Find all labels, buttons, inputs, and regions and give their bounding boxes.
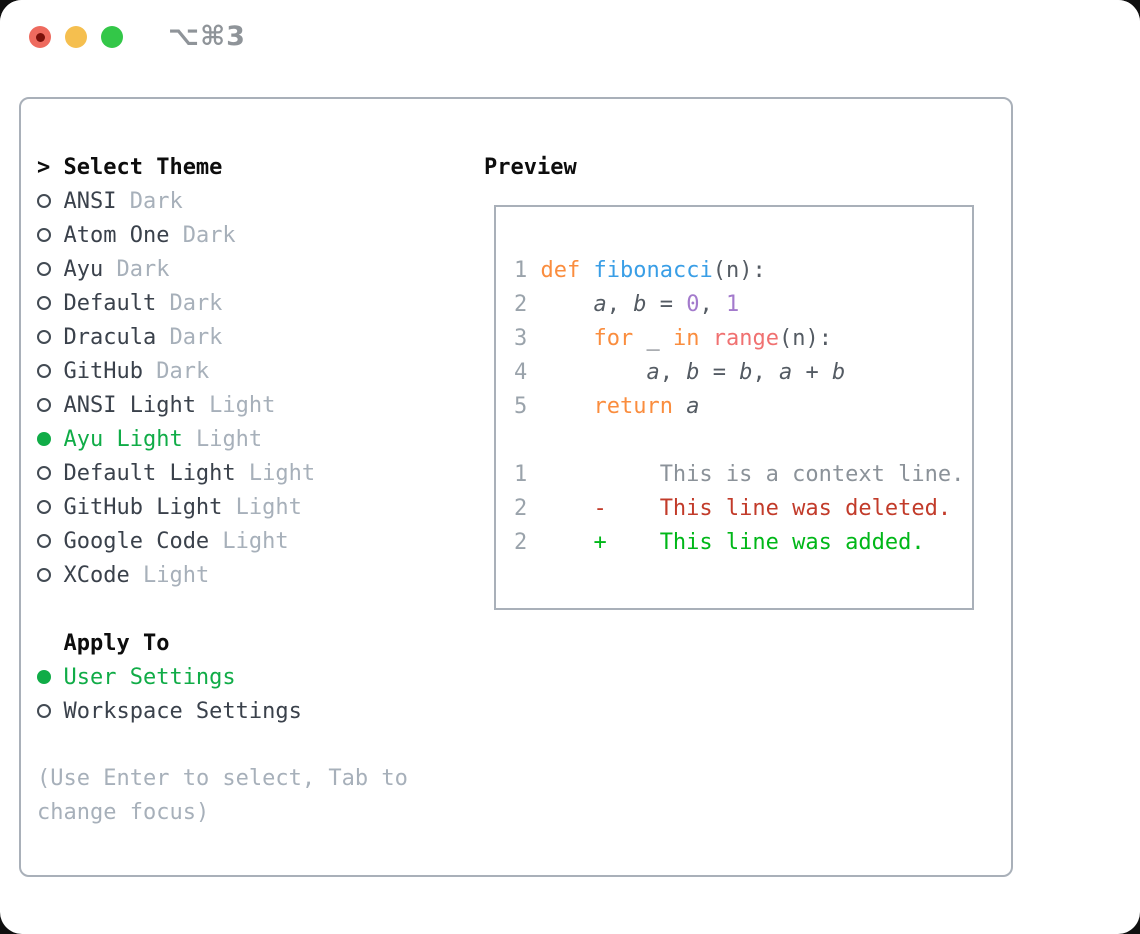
- option-variant-label: Light: [129, 562, 210, 588]
- option-label: Default Light: [63, 460, 236, 486]
- diff-line-added: 2 + This line was added.: [514, 529, 925, 555]
- option-label: ANSI: [63, 188, 117, 214]
- theme-option[interactable]: Default Dark: [37, 286, 484, 320]
- theme-option[interactable]: XCode Light: [37, 558, 484, 592]
- option-variant-label: Dark: [142, 358, 210, 384]
- line-number: 2: [514, 291, 528, 317]
- option-variant-label: Dark: [169, 222, 236, 248]
- code-line: 4 a, b = b, a + b: [514, 359, 846, 385]
- code-line: 5 return a: [514, 393, 700, 419]
- diff-line-deleted: 2 - This line was deleted.: [514, 495, 952, 521]
- select-theme-header-label: Select Theme: [63, 154, 223, 180]
- theme-option[interactable]: Google Code Light: [37, 524, 484, 558]
- apply-to-option[interactable]: User Settings: [37, 660, 484, 694]
- code-line: 2 a, b = 0, 1: [514, 291, 740, 317]
- radio-icon: [37, 500, 63, 514]
- line-number: 1: [514, 257, 528, 283]
- theme-option[interactable]: ANSI Light Light: [37, 388, 484, 422]
- theme-option[interactable]: Ayu Light Light: [37, 422, 484, 456]
- radio-icon: [37, 228, 63, 242]
- option-label: GitHub: [63, 358, 143, 384]
- option-label: ANSI Light: [63, 392, 196, 418]
- radio-icon: [37, 466, 63, 480]
- option-variant-label: Dark: [156, 324, 223, 350]
- radio-icon: [37, 398, 63, 412]
- preview-header: Preview: [484, 154, 577, 180]
- theme-option[interactable]: ANSI Dark: [37, 184, 484, 218]
- line-number: 2: [514, 495, 528, 521]
- line-number: 4: [514, 359, 528, 385]
- option-label: Atom One: [63, 222, 170, 248]
- option-label: Default: [63, 290, 157, 316]
- radio-icon: [37, 330, 63, 344]
- option-label: User Settings: [63, 664, 236, 690]
- radio-icon: [37, 568, 63, 582]
- zoom-button-icon[interactable]: [101, 26, 123, 48]
- radio-icon: [37, 534, 63, 548]
- apply-to-header-label: Apply To: [63, 630, 170, 656]
- line-number: 1: [514, 461, 528, 487]
- apply-to-option[interactable]: Workspace Settings: [37, 694, 484, 728]
- diff-line-context: 1 This is a context line.: [514, 461, 965, 487]
- option-variant-label: Light: [182, 426, 263, 452]
- option-variant-label: Light: [222, 494, 302, 520]
- theme-option[interactable]: Atom One Dark: [37, 218, 484, 252]
- spacer: [514, 423, 956, 457]
- radio-icon: [37, 364, 63, 378]
- radio-icon: [37, 194, 63, 208]
- theme-option[interactable]: Default Light Light: [37, 456, 484, 490]
- option-label: XCode: [63, 562, 130, 588]
- line-number: 3: [514, 325, 528, 351]
- option-variant-label: Dark: [116, 188, 183, 214]
- option-label: Ayu Light: [63, 426, 183, 452]
- option-label: GitHub Light: [63, 494, 223, 520]
- code-line: 3 for _ in range(n):: [514, 325, 832, 351]
- window-title: ⌥⌘3: [168, 21, 246, 52]
- prompt-chevron-icon: >: [37, 154, 51, 180]
- theme-option[interactable]: Ayu Dark: [37, 252, 484, 286]
- radio-icon: [37, 704, 63, 718]
- theme-option[interactable]: Dracula Dark: [37, 320, 484, 354]
- keyboard-hint: (Use Enter to select, Tab to change focu…: [37, 766, 422, 825]
- traffic-lights: [29, 26, 123, 48]
- option-variant-label: Dark: [103, 256, 170, 282]
- theme-option[interactable]: GitHub Light Light: [37, 490, 484, 524]
- radio-icon: [37, 262, 63, 276]
- option-variant-label: Light: [195, 392, 276, 418]
- apply-to-header: Apply To: [37, 626, 484, 660]
- option-label: Workspace Settings: [63, 698, 302, 724]
- radio-icon: [37, 296, 63, 310]
- option-label: Google Code: [63, 528, 210, 554]
- option-variant-label: Light: [235, 460, 316, 486]
- spacer: [37, 592, 484, 626]
- line-number: 5: [514, 393, 528, 419]
- radio-selected-icon: [37, 670, 63, 684]
- theme-option[interactable]: GitHub Dark: [37, 354, 484, 388]
- select-theme-header: > Select Theme: [37, 150, 484, 184]
- option-label: Ayu: [63, 256, 104, 282]
- minimize-button-icon[interactable]: [65, 26, 87, 48]
- line-number: 2: [514, 529, 528, 555]
- option-variant-label: Dark: [156, 290, 223, 316]
- titlebar: ⌥⌘3: [0, 0, 1140, 97]
- diff-sample: 1 This is a context line. 2 - This line w…: [514, 457, 965, 559]
- close-button-icon[interactable]: [29, 26, 51, 48]
- radio-selected-icon: [37, 432, 63, 446]
- option-variant-label: Light: [209, 528, 289, 554]
- close-dot-icon: [35, 32, 45, 42]
- option-label: Dracula: [63, 324, 157, 350]
- spacer: [37, 728, 484, 762]
